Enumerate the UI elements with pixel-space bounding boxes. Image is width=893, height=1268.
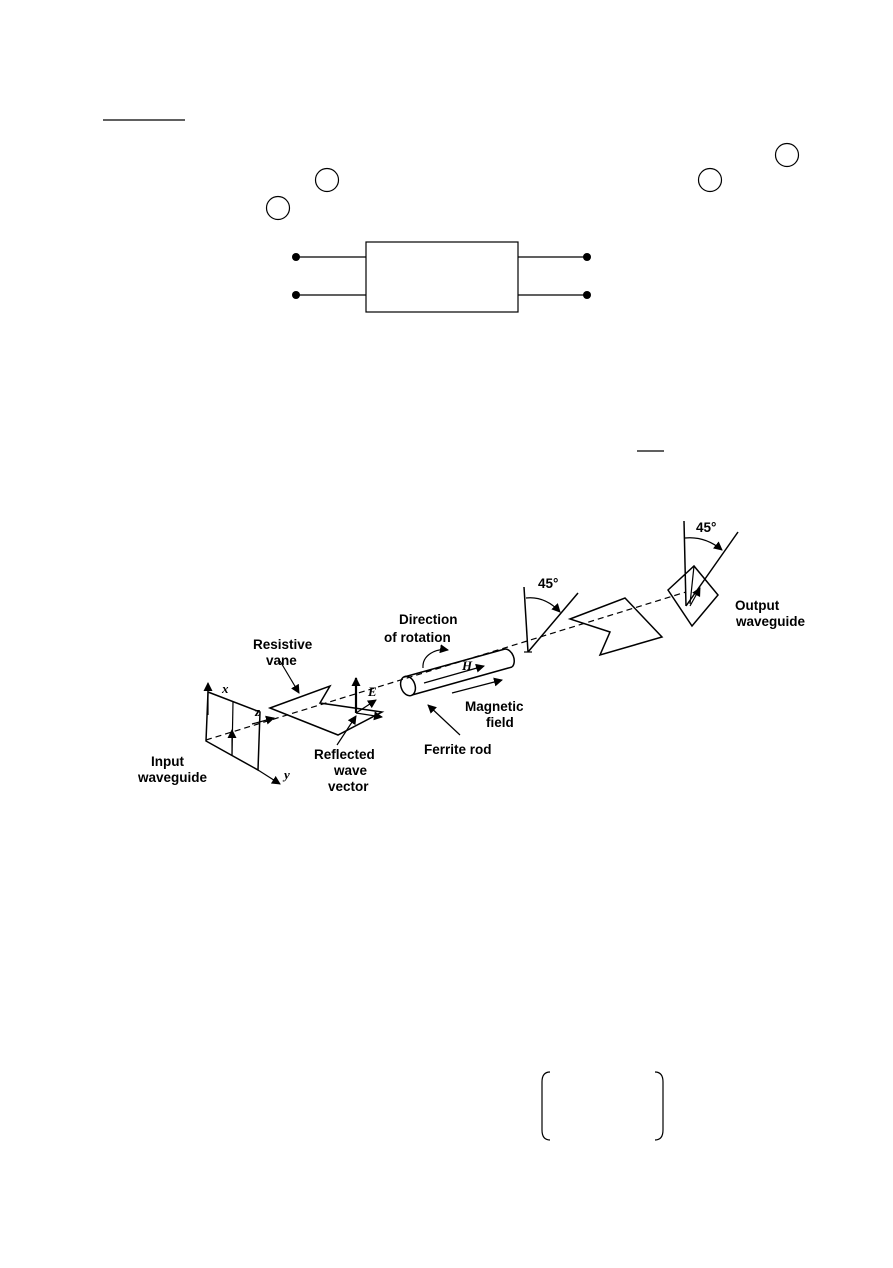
label-axis-z: z bbox=[254, 704, 261, 719]
second-vane-shape bbox=[567, 597, 664, 657]
rotation-arrow bbox=[422, 644, 449, 669]
label-output-2: waveguide bbox=[735, 614, 806, 629]
label-angle-output: 45° bbox=[696, 520, 716, 535]
label-angle-middle: 45° bbox=[538, 576, 558, 591]
terminal-2 bbox=[292, 291, 300, 299]
magnetic-field-arrow bbox=[451, 677, 503, 694]
two-port-box bbox=[365, 241, 519, 313]
label-input-1: Input bbox=[151, 754, 184, 769]
label-ferrite-rod: Ferrite rod bbox=[424, 742, 492, 757]
label-axis-y: y bbox=[282, 767, 290, 782]
middle-angle-marker bbox=[523, 586, 579, 653]
circled-marker-3 bbox=[697, 167, 723, 193]
terminal-4 bbox=[583, 291, 591, 299]
label-reflected-3: vector bbox=[328, 779, 369, 794]
label-e-field: E bbox=[367, 684, 377, 699]
two-port-network bbox=[292, 241, 591, 313]
label-direction-1: Direction bbox=[399, 612, 458, 627]
circled-marker-2 bbox=[314, 167, 340, 193]
matrix-brackets bbox=[541, 1071, 664, 1141]
y-axis-arrow bbox=[257, 769, 281, 785]
label-output-1: Output bbox=[735, 598, 780, 613]
terminal-3 bbox=[583, 253, 591, 261]
label-reflected-2: wave bbox=[333, 763, 368, 778]
label-resistive-vane-2: vane bbox=[266, 653, 297, 668]
isolator-diagram: Resistive vane Direction of rotation H E… bbox=[137, 520, 806, 794]
h-field-arrow bbox=[423, 663, 485, 684]
label-axis-x: x bbox=[221, 681, 229, 696]
label-resistive-vane-1: Resistive bbox=[253, 637, 313, 652]
input-waveguide-shape bbox=[205, 690, 261, 772]
label-input-2: waveguide bbox=[137, 770, 208, 785]
circled-marker-1 bbox=[774, 142, 800, 168]
terminal-1 bbox=[292, 253, 300, 261]
label-magnetic-2: field bbox=[486, 715, 514, 730]
resistive-vane-shape bbox=[267, 684, 385, 736]
output-waveguide-shape bbox=[667, 520, 739, 628]
circled-marker-4 bbox=[265, 195, 291, 221]
label-h-field: H bbox=[461, 658, 473, 673]
ferrite-rod-shape bbox=[399, 648, 515, 697]
z-axis-arrow bbox=[251, 715, 275, 725]
label-magnetic-1: Magnetic bbox=[465, 699, 524, 714]
label-direction-2: of rotation bbox=[384, 630, 451, 645]
label-reflected-1: Reflected bbox=[314, 747, 375, 762]
